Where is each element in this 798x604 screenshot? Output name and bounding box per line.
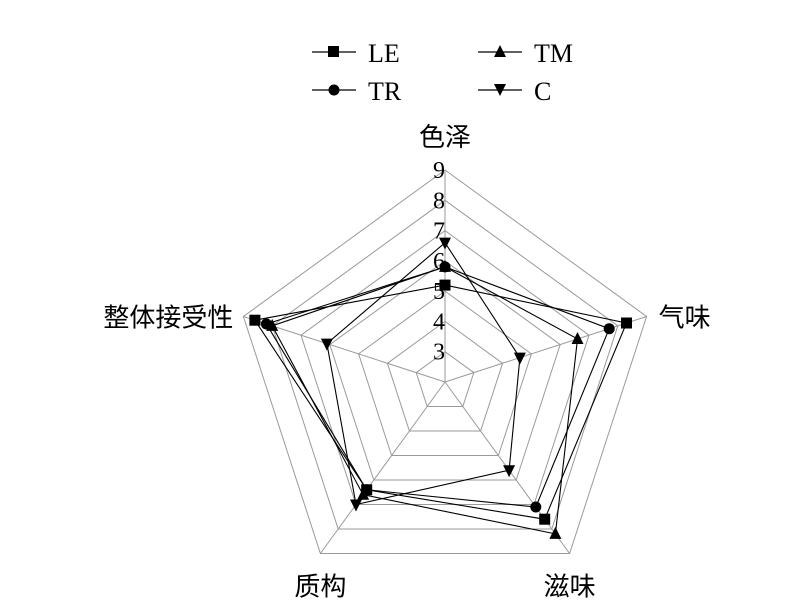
marker-le-0	[439, 279, 451, 291]
tick-label-9: 9	[433, 158, 445, 184]
marker-le-2	[539, 513, 551, 525]
legend-marker-triangle-down	[494, 84, 506, 96]
axis-label-1: 气味	[659, 304, 711, 334]
tick-layer: 3 4 5 6 7 8 9	[433, 158, 445, 366]
grid-ring-8	[271, 199, 619, 530]
grid-ring-9	[242, 169, 648, 554]
axis-label-2: 滋味	[544, 573, 596, 603]
axis-label-3: 质构	[294, 573, 346, 603]
marker-c-4	[320, 338, 333, 351]
axis-spoke-1	[444, 316, 647, 383]
legend-label-c: C	[534, 77, 551, 106]
series-line-tr	[265, 266, 610, 508]
axis-spoke-3	[319, 381, 446, 554]
legend-item-c: C	[478, 77, 551, 106]
tick-label-6: 6	[433, 249, 445, 275]
series-c	[320, 237, 526, 512]
grid-ring-4	[386, 320, 504, 432]
tick-label-8: 8	[433, 188, 445, 214]
marker-le-4	[249, 314, 261, 326]
axis-label-0: 色泽	[419, 123, 471, 153]
series-line-c	[326, 241, 521, 506]
marker-c-1	[513, 352, 526, 365]
series-line-tm	[271, 266, 579, 535]
legend-item-le: LE	[312, 39, 400, 68]
tick-label-4: 4	[433, 309, 445, 335]
marker-le-1	[621, 317, 632, 329]
marker-c-2	[503, 465, 516, 478]
tick-label-5: 5	[433, 279, 445, 305]
marker-tm-2	[549, 526, 562, 539]
marker-c-0	[439, 237, 451, 250]
marker-tr-3	[361, 484, 373, 496]
marker-tm-1	[571, 331, 584, 344]
legend-item-tr: TR	[312, 77, 402, 106]
legend-label-tm: TM	[534, 39, 573, 68]
marker-c-3	[349, 499, 362, 512]
series-layer	[249, 237, 632, 539]
series-line-le	[253, 284, 628, 520]
legend-item-tm: TM	[478, 39, 573, 68]
grid-layer	[242, 169, 648, 554]
marker-tr-0	[439, 261, 451, 273]
legend-label-le: LE	[368, 39, 400, 68]
legend-label-tr: TR	[368, 77, 402, 106]
series-tr	[260, 261, 615, 513]
grid-ring-6	[329, 260, 561, 481]
axis-spoke-4	[243, 316, 446, 383]
tick-label-3: 3	[433, 340, 445, 366]
tick-label-7: 7	[433, 219, 445, 245]
marker-tr-1	[603, 323, 615, 335]
legend-marker-triangle-up	[494, 45, 506, 57]
grid-ring-5	[358, 290, 532, 456]
legend-marker-square	[328, 46, 339, 57]
marker-tr-4	[260, 318, 272, 330]
marker-tr-2	[530, 501, 542, 513]
grid-ring-3	[415, 351, 475, 407]
legend: LE TM TR C	[312, 39, 573, 106]
axis-label-4: 整体接受性	[103, 304, 233, 334]
legend-marker-circle	[328, 84, 340, 96]
grid-ring-7	[300, 229, 590, 505]
